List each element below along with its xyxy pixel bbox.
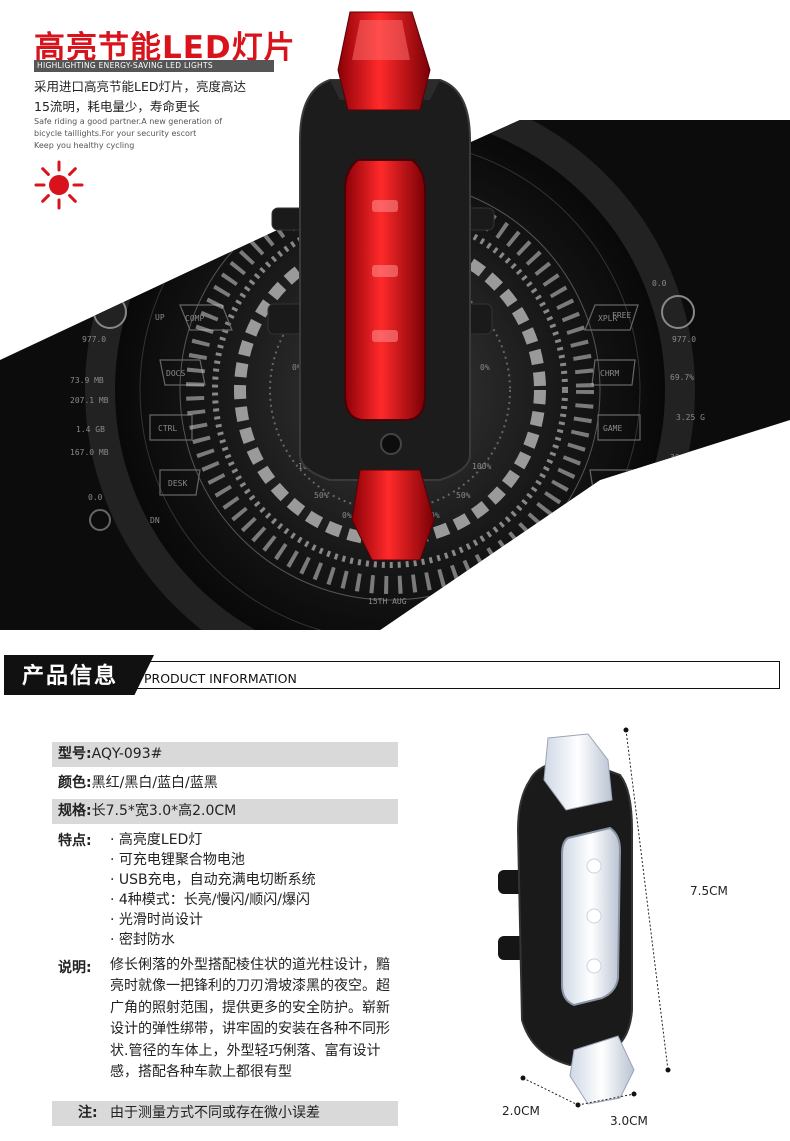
description-label: 说明: [58,960,92,976]
model-label: 型号: [58,746,92,762]
dial-label-desk: DESK [168,479,187,488]
readout-left-4: 1.4 GB [76,425,105,434]
size-label: 规格: [58,803,92,819]
dial-pct-0-lower-right: 0% [430,511,440,520]
readout-left-6: 0.0 [88,493,103,502]
dial-pct-0-right: 0% [480,363,490,372]
product-info-header: 产品信息 PRODUCT INFORMATION [4,655,784,695]
spec-row-color: 颜色:黑红/黑白/蓝白/蓝黑 [52,771,218,796]
readout-left-2: 73.9 MB [70,376,104,385]
header-black-tab [4,655,154,695]
hero-en-line3: Keep you healthy cycling [34,141,135,150]
color-value: 黑红/黑白/蓝白/蓝黑 [91,775,218,791]
dial-date: 15TH AUG [368,597,407,606]
hero-en-line1: Safe riding a good partner.A new generat… [34,117,223,126]
header-outline-box [136,661,780,689]
features-list: · 高亮度LED灯 · 可充电锂聚合物电池 · USB充电，自动充满电切断系统 … [110,830,316,950]
dial-label-dn: DN [150,516,160,525]
dial-label-comp: COMP [185,314,204,323]
readout-left-1: 977.0 [82,335,106,344]
readout-left-5: 167.0 MB [70,448,109,457]
model-value: AQY-093# [91,746,163,762]
hero-banner: UP COMP DOCS CTRL DESK DN FREE XPLR CHRM… [0,11,790,630]
feature-item: · 密封防水 [110,932,175,948]
dial-pct-0-lower-left: 0% [342,511,352,520]
sun-light-icon [34,160,84,210]
feature-item: · 4种模式：长亮/慢闪/顺闪/爆闪 [110,892,310,908]
readout-right-6: 489.5 K [670,493,704,502]
note-label: 注: [78,1105,98,1121]
features-label: 特点: [58,833,92,849]
hero-description: 采用进口高亮节能LED灯片，亮度高达 15流明，耗电量少，寿命更长 [34,77,246,117]
hero-background-dial: UP COMP DOCS CTRL DESK DN FREE XPLR CHRM… [0,11,790,630]
feature-item: · USB充电，自动充满电切断系统 [110,872,316,888]
hero-subtitle-en: HIGHLIGHTING ENERGY-SAVING LED LIGHTS [34,60,274,72]
hero-desc-line1: 采用进口高亮节能LED灯片，亮度高达 [34,79,246,94]
feature-item: · 可充电锂聚合物电池 [110,852,245,868]
dial-pct-100-right: 100% [472,462,491,471]
dial-label-cfg: CFG [598,479,613,488]
dial-pct-0-left: 0% [292,363,302,372]
section-title-cn: 产品信息 [22,664,119,689]
readout-right-5: 30.2% [670,453,694,462]
hero-desc-line2: 15流明，耗电量少，寿命更长 [34,99,200,114]
dial-pct-50-left: 50% [314,491,329,500]
color-label: 颜色: [58,775,92,791]
dial-label-chrm: CHRM [600,369,619,378]
dial-label-ctrl: CTRL [158,424,177,433]
readout-right-4: 3.25 G [676,413,705,422]
dimension-height: 2.0CM [502,1104,540,1118]
description-text: 修长俐落的外型搭配棱住状的道光柱设计，黯亮时就像一把锋利的刀刃滑坡漆黑的夜空。超… [110,957,390,1081]
note-row: 注: 由于测量方式不同或存在微小误差 [52,1101,398,1126]
dial-pct-50-right: 50% [456,491,471,500]
readout-right-1: 0.0 [652,279,667,288]
spec-row-model: 型号:AQY-093# [52,742,398,767]
note-value: 由于测量方式不同或存在微小误差 [110,1105,320,1121]
readout-right-3: 69.7% [670,373,694,382]
readout-right-2: 977.0 [672,335,696,344]
readout-left-3: 207.1 MB [70,396,109,405]
dial-label-xplr: XPLR [598,314,617,323]
dimension-width: 3.0CM [610,1114,648,1128]
section-title-en: PRODUCT INFORMATION [144,671,297,686]
hero-english-text: Safe riding a good partner.A new generat… [34,116,222,152]
dial-label-used: USED [612,516,631,525]
feature-item: · 高亮度LED灯 [110,832,203,848]
dial-label-game: GAME [603,424,622,433]
size-value: 长7.5*宽3.0*高2.0CM [91,803,237,819]
dial-label-docs: DOCS [166,369,185,378]
spec-row-size: 规格:长7.5*宽3.0*高2.0CM [52,799,398,824]
feature-item: · 光滑时尚设计 [110,912,203,928]
hero-en-line2: bicycle taillights.For your security esc… [34,129,197,138]
taillight-red-product [267,11,495,561]
dimension-length: 7.5CM [690,884,728,898]
taillight-white-product [498,727,671,1108]
dial-label-free: FREE [612,311,631,320]
dial-label-up: UP [155,313,165,322]
